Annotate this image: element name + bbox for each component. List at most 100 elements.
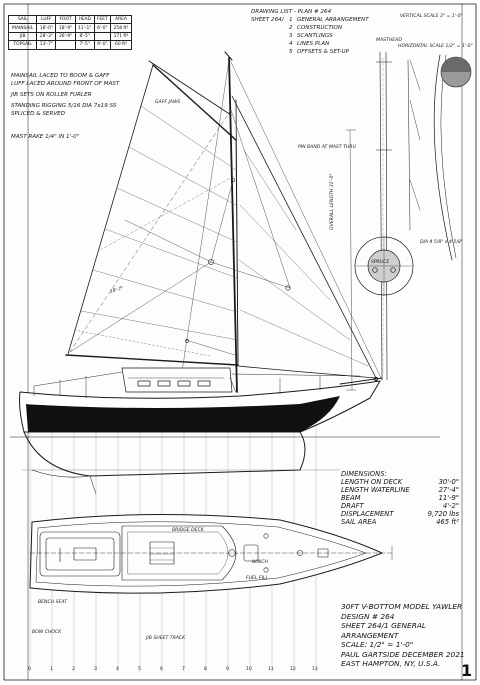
dimension-row: DISPLACEMENT 9,720 lbs xyxy=(341,510,459,518)
table-cell: 258 ft² xyxy=(110,23,132,33)
table-cell: 7'-5" xyxy=(74,40,95,50)
station-label: 8 xyxy=(204,667,207,672)
dimensions-title: DIMENSIONS: xyxy=(341,470,387,478)
dimension-label: LENGTH WATERLINE xyxy=(341,486,410,494)
mast-rake-note: MAST RAKE 1/4" IN 1'-0" xyxy=(11,134,80,140)
table-header: HEAD xyxy=(74,14,95,25)
table-cell: 6'-0" xyxy=(93,23,112,33)
dimension-label: LENGTH ON DECK xyxy=(341,478,403,486)
drawing-list-item-num: 3 xyxy=(289,33,293,39)
drawing-list-item: CONSTRUCTION xyxy=(297,25,343,31)
vertical-scale-label: VERTICAL SCALE 3" = 1'-0" xyxy=(400,14,463,19)
table-header: SAIL xyxy=(7,14,38,25)
station-label: 3 xyxy=(94,667,97,672)
dimension-label: BEAM xyxy=(341,494,361,502)
title-line: 30FT V-BOTTOM MODEL YAWLER xyxy=(341,602,463,611)
drawing-list-item-num: 2 xyxy=(289,25,293,31)
horizontal-scale-label: HORIZONTAL SCALE 1/2" = 1'-0" xyxy=(398,44,473,49)
table-cell xyxy=(93,31,112,42)
table-cell: MAINSAIL xyxy=(7,23,38,33)
table-cell: 18'-9" xyxy=(55,23,76,33)
station-label: 0 xyxy=(28,667,31,672)
station-label: 2 xyxy=(72,667,75,672)
rig-note: MAINSAIL LACED TO BOOM & GAFF xyxy=(11,73,110,79)
stanchions xyxy=(33,371,361,399)
station-label: 7 xyxy=(182,667,185,672)
table-header: AREA xyxy=(110,14,132,25)
drawing-list-title: DRAWING LIST - PLAN # 264 xyxy=(251,9,332,15)
station-label: 1 xyxy=(50,667,53,672)
sheet-border xyxy=(3,3,477,681)
cabin-top xyxy=(121,525,237,581)
drawing-list-item: GENERAL ARRANGEMENT xyxy=(297,17,369,23)
dimension-row: DRAFT 4'-2" xyxy=(341,502,459,510)
table-row: MAINSAIL 18'-0" 18'-9" 11'-1" 6'-0" 258 … xyxy=(7,23,132,33)
mast-detail xyxy=(375,51,472,381)
table-cell: TOPSAIL xyxy=(7,40,38,50)
dimension-value: 30'-0" xyxy=(438,478,459,486)
jib xyxy=(231,95,377,379)
deck-plan xyxy=(29,513,393,594)
title-line: SCALE: 1/2" = 1'-0" xyxy=(341,640,414,649)
cabin-house xyxy=(121,367,237,393)
table-cell: 171 ft² xyxy=(110,31,132,42)
rigging xyxy=(69,57,383,381)
drawing-list-item: SCANTLINGS xyxy=(297,33,333,39)
table-cell: 13'-7" xyxy=(36,40,57,50)
dimensions-block: DIMENSIONS: LENGTH ON DECK 30'-0" LENGTH… xyxy=(341,470,459,526)
station-label: 5 xyxy=(138,667,141,672)
table-header: FOOT xyxy=(55,14,76,25)
dimension-value: 27'-4" xyxy=(438,486,459,494)
dimension-label: SAIL AREA xyxy=(341,518,377,526)
title-line: SHEET 264/1 GENERAL ARRANGEMENT xyxy=(341,621,427,640)
bow-chock-label: BOW CHOCK xyxy=(32,630,62,635)
table-cell: 60 ft² xyxy=(110,40,132,50)
mast-length-label: OVERALL LENGTH 31'-0" xyxy=(330,173,335,230)
station-label: 13 xyxy=(312,667,318,672)
station-label: 12 xyxy=(290,667,296,672)
title-line: DESIGN # 264 xyxy=(341,611,395,621)
drawing-list-item-num: 1 xyxy=(289,17,293,23)
bridge-deck-label: BRIDGE DECK xyxy=(172,528,204,533)
mast-section-detail xyxy=(354,236,414,296)
sail-dimension-table: SAIL LUFF FOOT HEAD FEET AREA MAINSAIL 1… xyxy=(7,14,132,50)
dimension-value: 465 ft² xyxy=(436,518,459,526)
rig-note: STANDING RIGGING 5/16 DIA 7x19 SS xyxy=(11,103,117,109)
station-label: 6 xyxy=(160,667,163,672)
title-line: PAUL GARTSIDE DECEMBER 2021 xyxy=(341,649,465,659)
dimension-value: 4'-2" xyxy=(442,502,459,510)
boom xyxy=(65,354,239,366)
dimension-label: DRAFT xyxy=(341,502,364,510)
table-row: JIB 28'-3" 26'-9" 8'-5" 171 ft² xyxy=(7,31,132,42)
fuel-fill-label: FUEL FILL xyxy=(246,576,269,581)
mast-section-label: SPRUCE xyxy=(371,260,390,265)
winch-label: WINCH xyxy=(252,560,268,565)
station-label: 11 xyxy=(268,667,274,672)
table-cell: 11'-1" xyxy=(74,23,95,33)
gaff xyxy=(152,64,237,141)
table-cell: 18'-0" xyxy=(36,23,57,33)
gaff-jaws-label: GAFF JAWS xyxy=(155,100,181,105)
table-cell: 8'-5" xyxy=(74,31,95,42)
table-header: FEET xyxy=(93,14,112,25)
title-block: 30FT V-BOTTOM MODEL YAWLER DESIGN # 264 … xyxy=(341,602,480,669)
dimension-value: 9,720 lbs xyxy=(427,510,459,518)
station-label: 9 xyxy=(226,667,229,672)
table-row: TOPSAIL 13'-7" 7'-5" 9'-0" 60 ft² xyxy=(7,40,132,50)
dimension-row: BEAM 11'-9" xyxy=(341,494,459,502)
bench-seat-label: BENCH SEAT xyxy=(38,600,68,605)
dimension-row: LENGTH WATERLINE 27'-4" xyxy=(341,486,459,494)
drawing-list-item-num: 4 xyxy=(289,41,293,47)
rig-note: JIB SETS ON ROLLER FURLER xyxy=(11,92,92,98)
jib-sheet-track-label: JIB SHEET TRACK xyxy=(146,636,186,641)
waterline xyxy=(9,436,441,471)
table-cell: 26'-9" xyxy=(55,31,76,42)
mast xyxy=(224,51,238,393)
table-header-row: SAIL LUFF FOOT HEAD FEET AREA xyxy=(7,14,132,25)
station-label: 4 xyxy=(116,667,119,672)
mast-dimension xyxy=(345,129,357,391)
title-line: EAST HAMPTON, NY, U.S.A. xyxy=(341,659,441,668)
dimension-row: SAIL AREA 465 ft² xyxy=(341,518,459,526)
